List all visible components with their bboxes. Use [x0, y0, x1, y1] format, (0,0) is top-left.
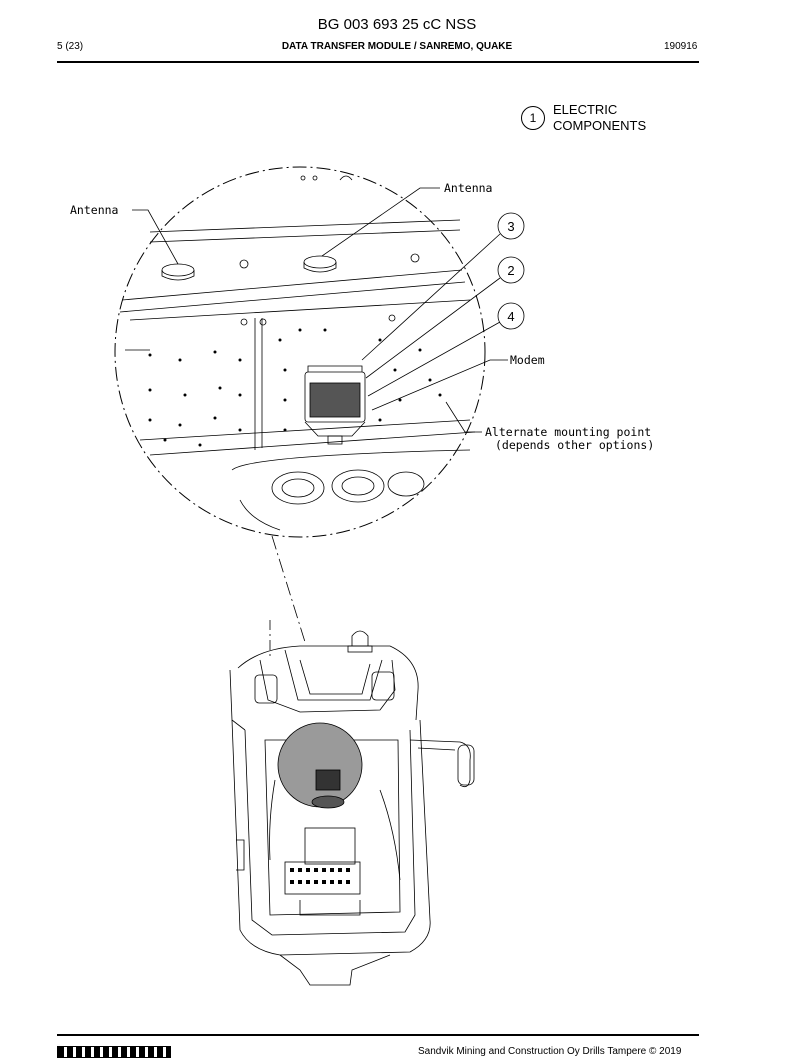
document-date: 190916: [664, 41, 698, 52]
page-reference: 5 (23): [57, 41, 84, 52]
callout-2: 2: [507, 263, 514, 278]
legend-number-badge: 1: [521, 106, 545, 130]
footer-rule: [57, 1034, 699, 1036]
label-alternate-mounting-note: (depends other options): [495, 438, 654, 452]
document-number: BG 003 693 25 cC NSS: [317, 16, 477, 33]
modem-shape: [304, 365, 366, 445]
document-title: DATA TRANSFER MODULE / SANREMO, QUAKE: [281, 41, 513, 52]
sandvik-logo: [57, 1046, 171, 1058]
cab-overview-drawing: [229, 630, 475, 986]
legend-line-2: COMPONENTS: [553, 118, 647, 133]
callout-4: 4: [507, 309, 514, 324]
antenna-right-shape: [303, 255, 337, 269]
header-rule: [57, 61, 699, 63]
footer-copyright: Sandvik Mining and Construction Oy Drill…: [418, 1046, 682, 1057]
legend-line-1: ELECTRIC: [553, 102, 618, 117]
label-alternate-mounting-point: Alternate mounting point: [485, 425, 651, 439]
callout-circles: [497, 212, 525, 330]
callout-3: 3: [507, 219, 514, 234]
detail-connector-line: [271, 535, 306, 643]
legend-label: ELECTRIC COMPONENTS: [553, 102, 646, 134]
label-antenna-right: Antenna: [444, 181, 492, 195]
label-antenna-left: Antenna: [70, 203, 118, 217]
label-modem: Modem: [510, 353, 545, 367]
antenna-left-shape: [161, 263, 195, 277]
leader-lines: [132, 187, 508, 433]
detail-view: [114, 166, 486, 538]
